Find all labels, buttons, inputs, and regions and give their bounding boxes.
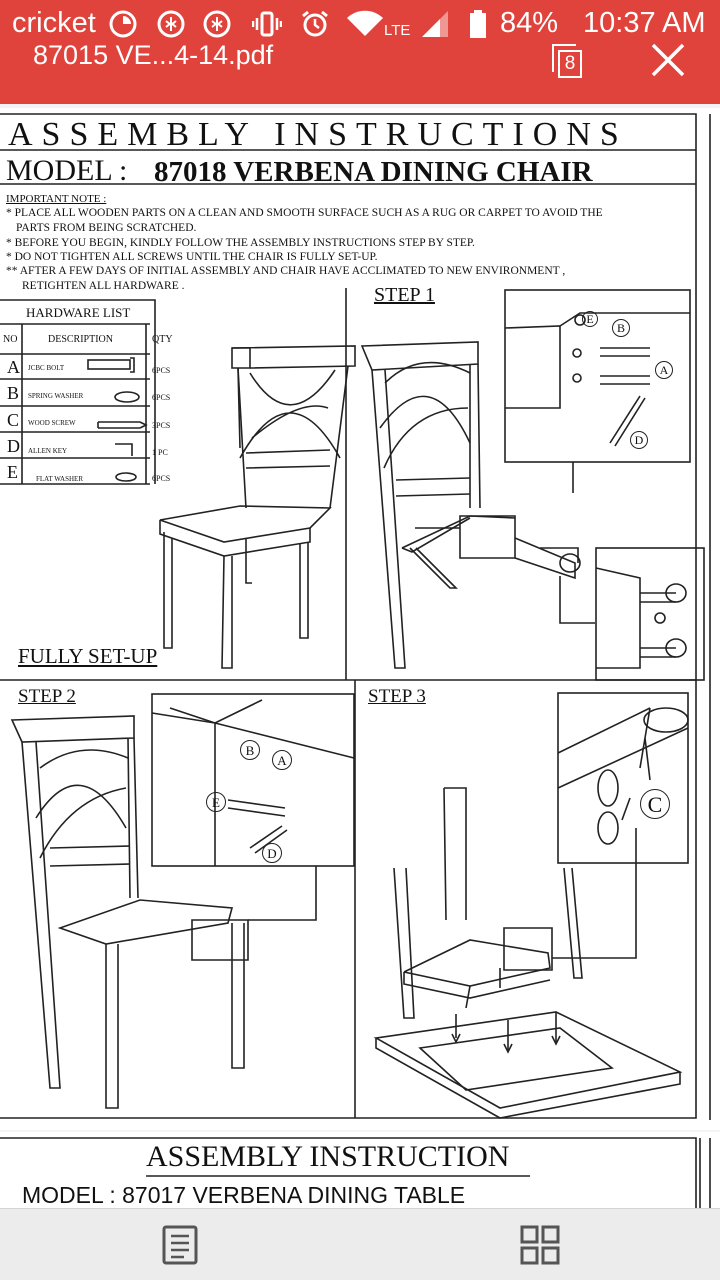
hardware-row-desc: ALLEN KEY [28, 447, 68, 455]
page-2-frame [0, 1137, 711, 1208]
step-2-label: STEP 2 [18, 686, 76, 707]
callout-d: D [262, 843, 282, 863]
hardware-col-description: DESCRIPTION [48, 334, 114, 345]
page-line-art [0, 113, 711, 1120]
note-line: PARTS FROM BEING SCRATCHED. [16, 222, 197, 234]
status-bar: cricket [0, 0, 720, 50]
bottom-toolbar [0, 1208, 720, 1280]
grid-view-icon[interactable] [518, 1223, 562, 1267]
outline-icon[interactable] [160, 1223, 202, 1267]
hardware-row-desc: WOOD SCREW [28, 419, 76, 427]
step-1-label: STEP 1 [374, 284, 435, 306]
page-2-model-line: MODEL : 87017 VERBENA DINING TABLE [22, 1182, 466, 1208]
hardware-row-no: C [7, 410, 20, 430]
page-2-heading: ASSEMBLY INSTRUCTION [146, 1140, 510, 1173]
callout-a: A [655, 361, 673, 379]
document-title: 87015 VE...4-14.pdf [33, 40, 274, 70]
callout-e: E [582, 311, 598, 327]
hardware-row-no: A [7, 357, 20, 377]
battery-icon [470, 10, 486, 38]
hardware-row-qty: 1 PC [152, 448, 168, 457]
callout-c: C [640, 789, 670, 819]
network-type: LTE [384, 22, 411, 39]
step-3-label: STEP 3 [368, 686, 426, 707]
hardware-row-desc: FLAT WASHER [36, 475, 84, 483]
pages-button[interactable]: 8 [548, 42, 588, 82]
note-line: * PLACE ALL WOODEN PARTS ON A CLEAN AND … [6, 207, 603, 219]
battery-percent: 84% [500, 7, 559, 39]
note-line: * DO NOT TIGHTEN ALL SCREWS UNTIL THE CH… [6, 251, 378, 263]
hardware-col-no: NO [3, 334, 18, 345]
hardware-row-no: B [7, 383, 20, 403]
callout-a: A [272, 750, 292, 770]
hardware-row-qty: 6PCS [152, 474, 171, 483]
note-line: * BEFORE YOU BEGIN, KINDLY FOLLOW THE AS… [6, 237, 475, 249]
hardware-row-qty: 6PCS [152, 366, 171, 375]
carrier-name: cricket [12, 7, 96, 39]
hardware-title: HARDWARE LIST [26, 305, 131, 320]
callout-b: B [240, 740, 260, 760]
document-viewer[interactable]: ASSEMBLY INSTRUCTIONS MODEL : 87018 VERB… [0, 104, 720, 1208]
doc-heading: ASSEMBLY INSTRUCTIONS [8, 116, 628, 153]
pdf-page-2: ASSEMBLY INSTRUCTION MODEL : 87017 VERBE… [0, 1132, 720, 1208]
circle-dot-icon [109, 10, 137, 38]
hardware-row-desc: SPRING WASHER [28, 392, 84, 400]
model-name: 87018 VERBENA DINING CHAIR [154, 156, 593, 188]
page-count: 8 [558, 50, 582, 78]
wifi-icon [347, 10, 383, 36]
note-line: ** AFTER A FEW DAYS OF INITIAL ASSEMBLY … [6, 265, 566, 277]
model-label: MODEL : [6, 154, 128, 187]
app-bar: 87015 VE...4-14.pdf 8 [0, 30, 720, 104]
pages-icon [552, 44, 576, 72]
hardware-row-qty: 6PCS [152, 393, 171, 402]
callout-b: B [612, 319, 630, 337]
clock: 10:37 AM [583, 7, 706, 39]
close-icon[interactable] [648, 40, 688, 80]
fully-setup-label: FULLY SET-UP [18, 644, 158, 668]
hardware-row-no: E [7, 462, 18, 482]
hardware-row-qty: 3PCS [152, 421, 171, 430]
pdf-page-1: ASSEMBLY INSTRUCTIONS MODEL : 87018 VERB… [0, 108, 720, 1130]
notification-icon [203, 10, 231, 38]
hardware-row-desc: JCBC BOLT [28, 364, 65, 372]
signal-icon [422, 11, 448, 37]
notification-icon [157, 10, 185, 38]
note-title: IMPORTANT NOTE : [6, 193, 107, 205]
callout-e: E [206, 792, 226, 812]
hardware-row-no: D [7, 436, 20, 456]
vibrate-icon [252, 11, 282, 37]
top-bar: cricket [0, 0, 720, 104]
alarm-icon [302, 10, 328, 37]
callout-d: D [630, 431, 648, 449]
note-line: RETIGHTEN ALL HARDWARE . [22, 280, 185, 292]
hardware-col-qty: QTY [152, 334, 173, 345]
